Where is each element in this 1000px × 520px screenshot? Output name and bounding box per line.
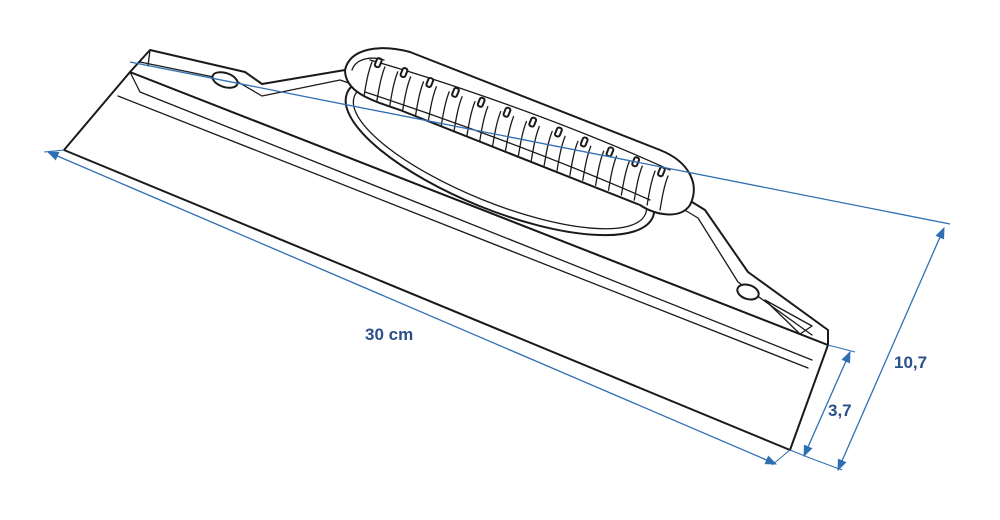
grip-rib: [401, 76, 412, 112]
dimension-total-height-label: 10,7: [894, 353, 927, 372]
grip-slot: [502, 106, 512, 118]
grip-slot: [425, 76, 435, 88]
dimension-length: 30 cm: [43, 61, 951, 466]
grip-rib: [427, 86, 437, 122]
grip-rib: [376, 66, 386, 102]
grip-slot: [579, 136, 589, 148]
grip-slot: [528, 116, 538, 128]
grip-slot: [399, 67, 409, 79]
grip-slot: [451, 86, 460, 98]
dimension-length-label: 30 cm: [365, 325, 413, 344]
grip-rib: [504, 115, 515, 152]
grip-rib: [453, 96, 463, 132]
grip-rib: [414, 81, 425, 117]
grip-rib: [479, 105, 489, 142]
grip-rib: [492, 110, 502, 147]
grip-rib: [440, 91, 450, 127]
grip-slot: [476, 96, 486, 108]
dimension-total-height: 10,7: [809, 226, 945, 472]
grip-rib: [389, 71, 399, 107]
grip-slot: [554, 126, 563, 138]
mount-hole-left: [211, 71, 239, 89]
grip-rib: [466, 101, 476, 137]
grip-rib: [363, 61, 373, 97]
dimension-blade-height-label: 3,7: [828, 401, 852, 420]
